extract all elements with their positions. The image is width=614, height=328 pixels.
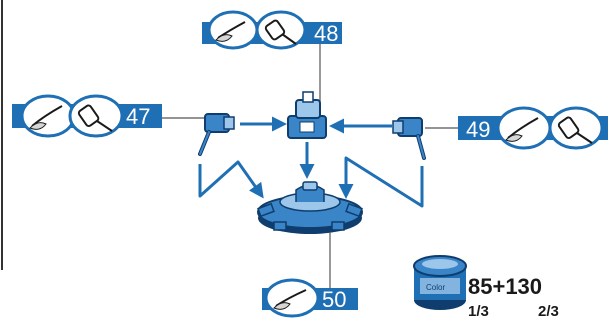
- callout-number: 47: [126, 104, 150, 129]
- callout-number: 50: [322, 287, 346, 312]
- callout-48: 48: [202, 10, 342, 50]
- brush-tool-icon: [264, 278, 320, 318]
- callout-number: 49: [466, 117, 490, 142]
- callout-50: 50: [262, 278, 358, 318]
- callout-number: 48: [314, 21, 338, 46]
- paint-ratio-b: 2/3: [538, 303, 559, 320]
- brush-tool-icon: [20, 94, 76, 138]
- paint-ratio-a: 1/3: [468, 303, 489, 320]
- paint-mix: Color 85+130 1/3 2/3: [413, 255, 559, 320]
- arrow-left-down: [198, 160, 264, 199]
- paint-can-icon: Color: [413, 255, 467, 310]
- upper-housing-part: [287, 91, 327, 139]
- callout-47: 47: [12, 94, 162, 138]
- turntable-base-part: [257, 181, 363, 234]
- paint-mix-formula: 85+130: [468, 274, 542, 299]
- arrow-right-down: [338, 156, 424, 208]
- right-bracket-part: [392, 117, 426, 160]
- paint-can-label: Color: [426, 283, 445, 292]
- left-bracket-part: [198, 113, 235, 156]
- brush-tool-icon: [207, 10, 259, 50]
- callout-49: 49: [458, 106, 608, 150]
- brush-tool-icon: [496, 106, 552, 150]
